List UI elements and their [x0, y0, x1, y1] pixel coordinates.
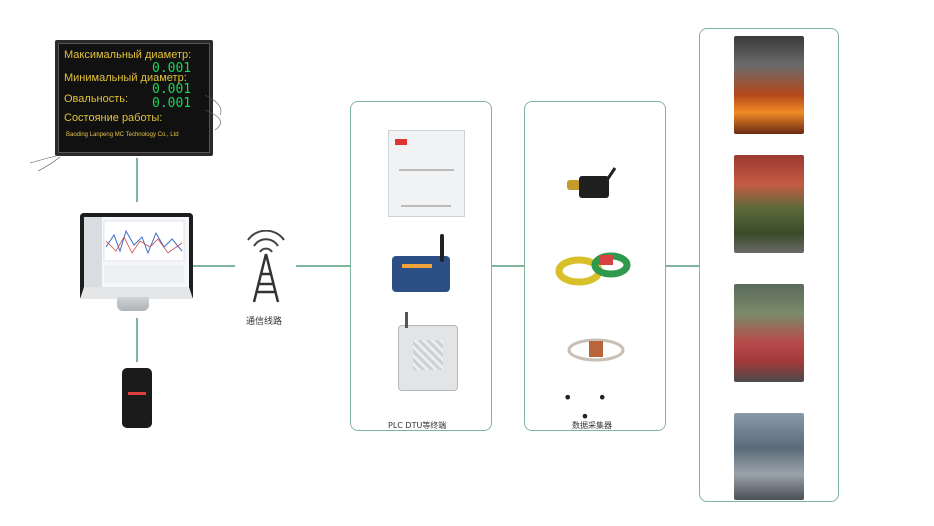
- monitor-chart-icon: [84, 217, 189, 287]
- connector-monitor-phone: [136, 318, 138, 362]
- rolling-mill-photo: [734, 155, 804, 253]
- steel-furnace-photo: [734, 36, 804, 134]
- dtu-device: [392, 256, 450, 292]
- factory-hall-photo: [734, 413, 804, 500]
- led-row-label: Максимальный диаметр:: [64, 49, 191, 61]
- plc-box: [388, 130, 465, 217]
- terminals-label: PLC DTU等终端: [388, 420, 446, 431]
- monitor-icon: [80, 213, 193, 299]
- connector-tower-terminals: [296, 265, 351, 267]
- connector-collectors-photos: [664, 265, 699, 267]
- gateway-device: [398, 325, 458, 391]
- collectors-label: 数据采集器: [572, 420, 612, 431]
- tower-label: 通信线路: [246, 314, 282, 327]
- current-clamps: [555, 247, 635, 287]
- cable-ring: [565, 335, 627, 365]
- monitor-stand: [117, 297, 149, 311]
- led-wires: [30, 85, 230, 175]
- tower-icon: [238, 230, 294, 306]
- phone-icon: [122, 368, 152, 428]
- coil-warehouse-photo: [734, 284, 804, 382]
- connector-terminals-collectors: [490, 265, 524, 267]
- connector-monitor-tower: [193, 265, 235, 267]
- sensor-clip: [563, 166, 625, 206]
